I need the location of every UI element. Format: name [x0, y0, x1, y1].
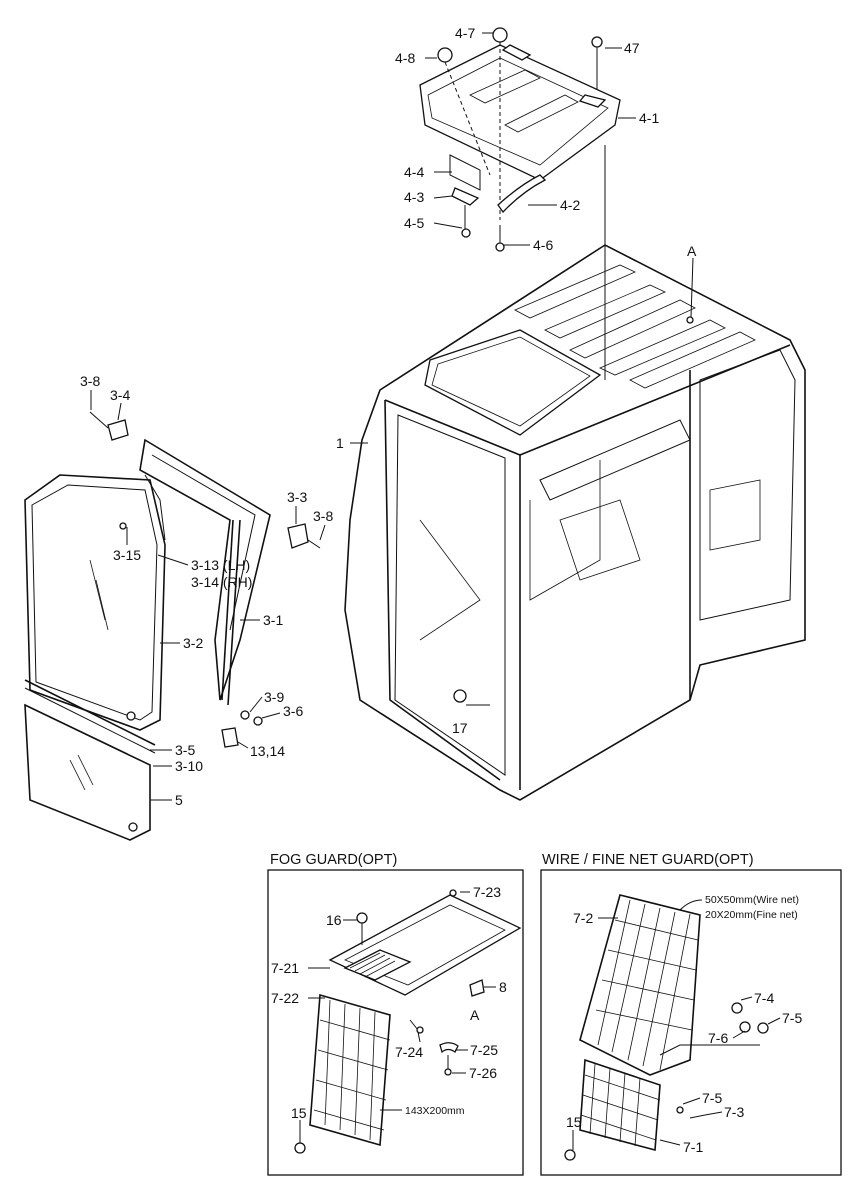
callout-7-24: 7-24	[395, 1044, 423, 1060]
callout-13-14: 13,14	[250, 743, 285, 759]
callout-3-6: 3-6	[283, 703, 303, 719]
callout-7-5-lower: 7-5	[702, 1090, 722, 1106]
callout-3-10: 3-10	[175, 758, 203, 774]
fog-guard-title: FOG GUARD(OPT)	[270, 852, 397, 868]
callout-4-7: 4-7	[455, 25, 475, 41]
callout-7-3: 7-3	[724, 1104, 744, 1120]
leader-lines	[90, 32, 781, 1150]
roof-hatch-drawing	[419, 27, 621, 252]
callout-7-22: 7-22	[271, 990, 299, 1006]
callout-7-5-upper: 7-5	[782, 1010, 802, 1026]
callout-7-6: 7-6	[708, 1030, 728, 1046]
callout-3-5: 3-5	[175, 742, 195, 758]
callout-3-1: 3-1	[263, 612, 283, 628]
callout-7-26: 7-26	[469, 1065, 497, 1081]
callout-15-fog: 15	[291, 1105, 307, 1121]
callout-4-3: 4-3	[404, 189, 424, 205]
callout-5: 5	[175, 792, 183, 808]
callout-4-5: 4-5	[404, 215, 424, 231]
wire-guard-panel	[540, 869, 842, 1176]
callout-3-8-left: 3-8	[80, 373, 100, 389]
callout-4-8: 4-8	[395, 50, 415, 66]
callout-1: 1	[336, 435, 344, 451]
wire-guard-frame	[540, 869, 842, 1176]
callout-a-fog: A	[470, 1007, 480, 1023]
callout-3-15: 3-15	[113, 547, 141, 563]
callout-3-3: 3-3	[287, 489, 307, 505]
side-window-drawing	[24, 411, 321, 841]
callout-50x50mm: 50X50mm(Wire net)	[705, 894, 799, 906]
callout-7-4: 7-4	[754, 990, 774, 1006]
callout-3-4: 3-4	[110, 387, 130, 403]
callout-20x20mm: 20X20mm(Fine net)	[705, 909, 798, 921]
callout-3-8-right: 3-8	[313, 508, 333, 524]
callout-7-1: 7-1	[683, 1139, 703, 1155]
callout-7-2: 7-2	[573, 910, 593, 926]
callout-7-21: 7-21	[271, 960, 299, 976]
callout-16: 16	[326, 912, 342, 928]
callout-15-wire: 15	[566, 1114, 582, 1130]
callout-4-6: 4-6	[533, 237, 553, 253]
callout-17: 17	[452, 720, 468, 736]
cab-frame-drawing	[344, 145, 806, 801]
callout-a-top: A	[687, 243, 697, 259]
callout-4-2: 4-2	[560, 197, 580, 213]
callout-7-23: 7-23	[473, 884, 501, 900]
callout-8: 8	[499, 979, 507, 995]
fog-guard-frame	[267, 869, 524, 1176]
fog-guard-panel	[267, 869, 524, 1176]
callout-4-4: 4-4	[404, 164, 424, 180]
callout-4-1: 4-1	[639, 110, 659, 126]
callout-3-9: 3-9	[264, 689, 284, 705]
callout-143x200mm: 143X200mm	[405, 1105, 465, 1117]
callout-3-14: 3-14 (RH)	[191, 574, 252, 590]
callout-3-13: 3-13 (LH)	[191, 557, 250, 573]
callout-7-25: 7-25	[470, 1042, 498, 1058]
callout-47: 47	[624, 40, 640, 56]
callout-3-2: 3-2	[183, 635, 203, 651]
wire-guard-title: WIRE / FINE NET GUARD(OPT)	[542, 852, 754, 868]
